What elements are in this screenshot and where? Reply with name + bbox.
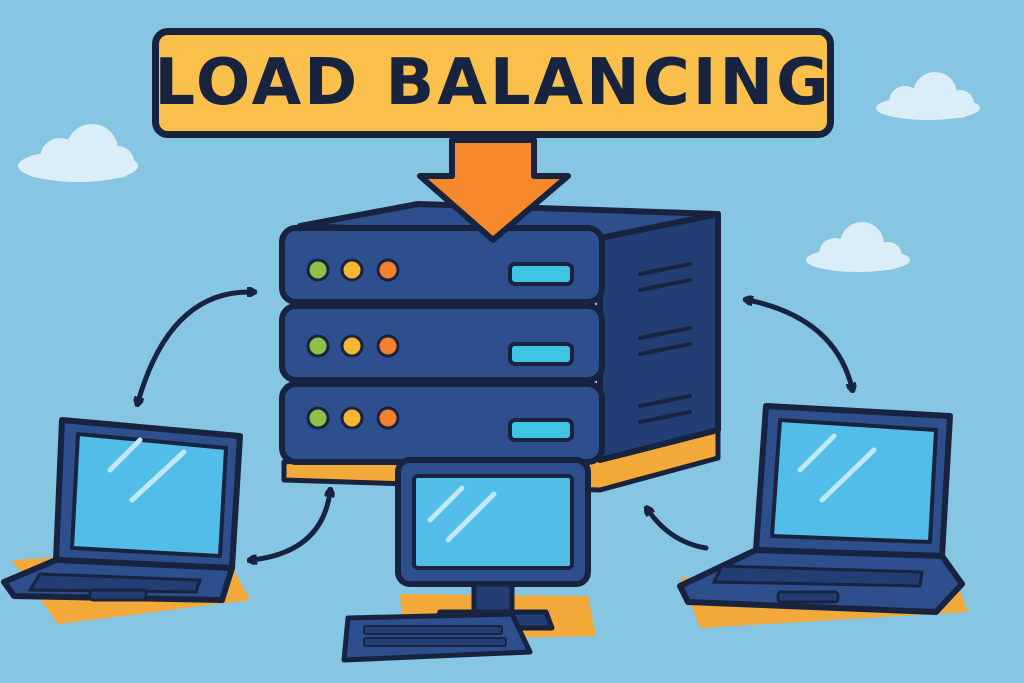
arrow-server-desktop-left xyxy=(252,492,330,560)
incoming-traffic-arrow xyxy=(417,137,571,243)
drive-indicator xyxy=(508,262,574,286)
led-green xyxy=(306,258,330,282)
led-green xyxy=(306,334,330,358)
server-side xyxy=(597,211,721,463)
drive-indicator xyxy=(508,418,574,442)
led-yellow xyxy=(340,334,364,358)
drive-indicator xyxy=(508,342,574,366)
laptop-right xyxy=(677,403,968,628)
server-vents xyxy=(638,262,692,424)
led-green xyxy=(306,406,330,430)
arrow-desktop-laptop-right xyxy=(648,510,709,551)
cloud-icon xyxy=(18,124,138,182)
arrow-server-laptop-right xyxy=(748,300,852,388)
cloud-icon xyxy=(806,222,910,272)
led-orange xyxy=(376,334,400,358)
title-banner: LOAD BALANCING xyxy=(152,28,834,138)
server-unit-3 xyxy=(279,381,605,465)
led-yellow xyxy=(340,406,364,430)
server-unit-1 xyxy=(279,225,605,305)
server-unit-2 xyxy=(279,303,605,383)
led-orange xyxy=(376,258,400,282)
cloud-icon xyxy=(876,72,980,120)
led-orange xyxy=(376,406,400,430)
laptop-left xyxy=(1,417,250,624)
page-title: LOAD BALANCING xyxy=(154,46,832,120)
led-yellow xyxy=(340,258,364,282)
connection-arrows xyxy=(138,292,852,560)
arrow-server-laptop-left xyxy=(138,292,252,402)
desktop-computer xyxy=(341,457,596,663)
